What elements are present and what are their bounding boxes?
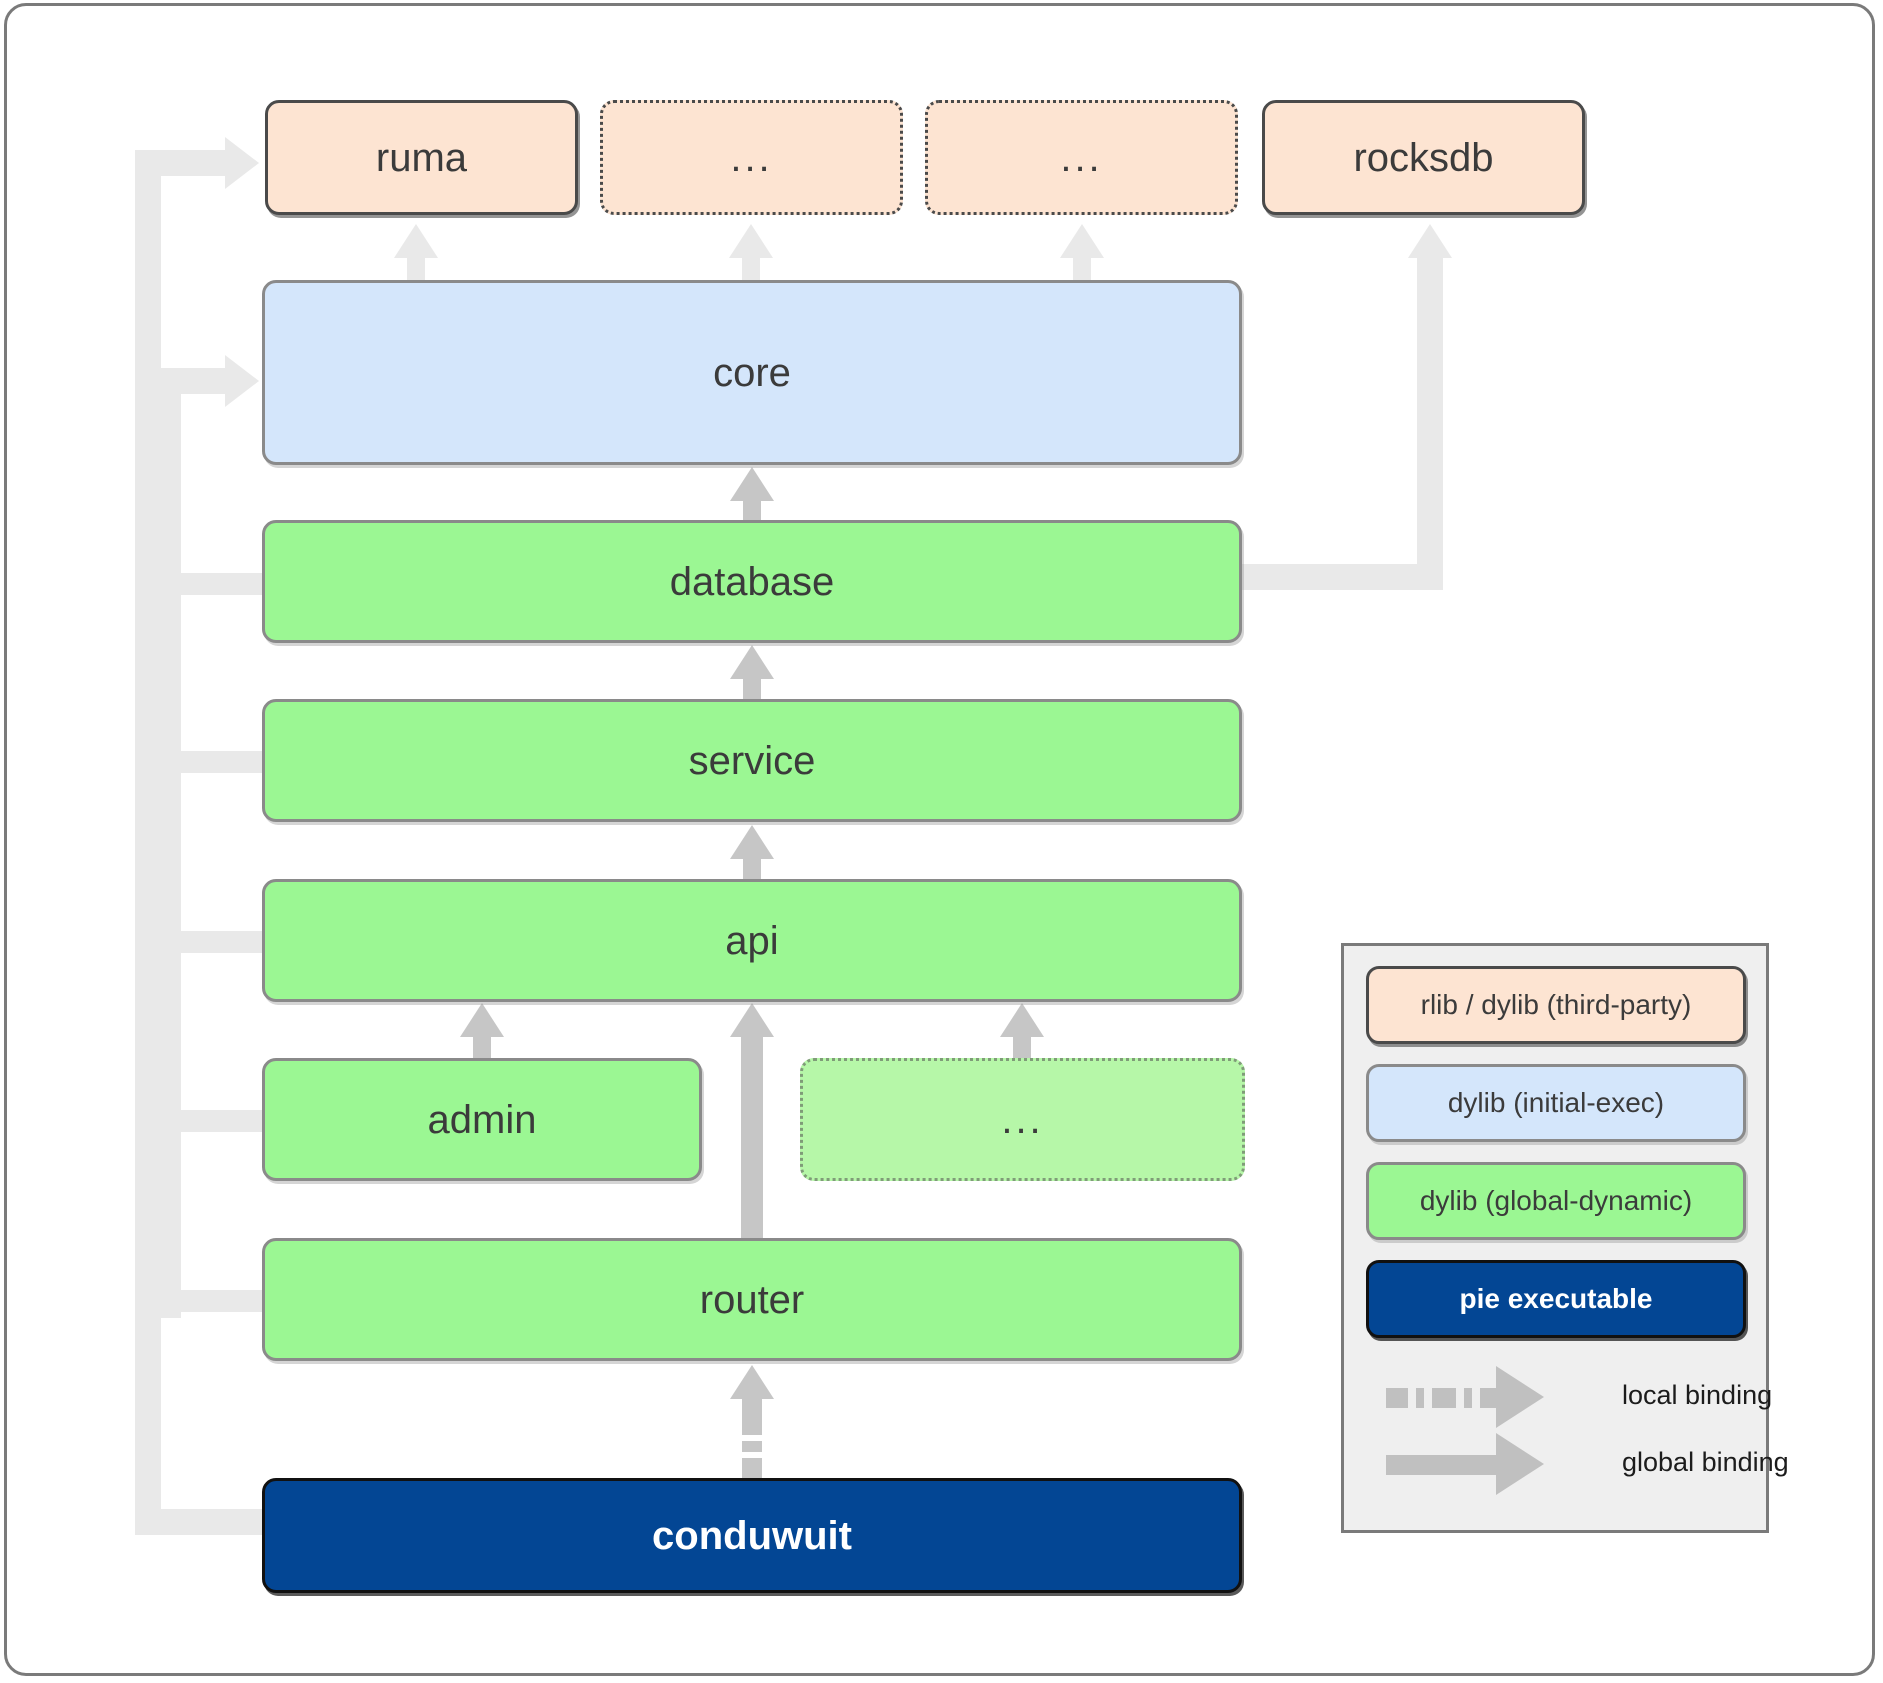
node-rocksdb[interactable]: rocksdb bbox=[1262, 100, 1585, 215]
node-service[interactable]: service bbox=[262, 699, 1242, 822]
node-core-label: core bbox=[713, 350, 791, 395]
bus-trunk-outer-bottom bbox=[135, 1509, 265, 1535]
node-top-ellipsis-1-label: ... bbox=[730, 135, 773, 180]
arrow-core-to-ellipsis-2 bbox=[1060, 224, 1104, 282]
local-binding-dash-2 bbox=[740, 1452, 764, 1458]
bus-branch-database bbox=[155, 573, 267, 595]
node-admin-row-ellipsis[interactable]: ... bbox=[800, 1058, 1245, 1181]
node-database-label: database bbox=[669, 559, 835, 604]
node-router-label: router bbox=[699, 1277, 805, 1322]
legend-label-global-dynamic: dylib (global-dynamic) bbox=[1419, 1185, 1693, 1216]
node-api[interactable]: api bbox=[262, 879, 1242, 1002]
legend-label-global-binding: global binding bbox=[1622, 1447, 1789, 1477]
bus-branch-router bbox=[155, 1290, 267, 1312]
legend-swatch-pie: pie executable bbox=[1366, 1260, 1746, 1338]
bus-branch-admin bbox=[155, 1110, 267, 1132]
node-admin[interactable]: admin bbox=[262, 1058, 702, 1181]
arrow-conduwuit-to-router bbox=[730, 1365, 774, 1480]
node-ruma-label: ruma bbox=[375, 135, 468, 180]
bus-branch-service bbox=[155, 751, 267, 773]
arrow-core-to-ruma bbox=[394, 224, 438, 282]
arrow-router-to-api bbox=[730, 1003, 774, 1243]
bus-arrowhead-ruma bbox=[225, 137, 259, 189]
node-conduwuit-label: conduwuit bbox=[652, 1513, 852, 1558]
local-binding-dash-1 bbox=[740, 1435, 764, 1441]
legend: rlib / dylib (third-party) dylib (initia… bbox=[1341, 943, 1789, 1533]
legend-label-third-party: rlib / dylib (third-party) bbox=[1420, 989, 1692, 1020]
arrow-database-to-rocksdb bbox=[1404, 224, 1456, 590]
bus-branch-ruma bbox=[135, 150, 225, 176]
node-database[interactable]: database bbox=[262, 520, 1242, 643]
bus-branch-api bbox=[155, 931, 267, 953]
node-admin-label: admin bbox=[427, 1097, 537, 1142]
node-router[interactable]: router bbox=[262, 1238, 1242, 1361]
arrow-api-to-service bbox=[730, 825, 774, 883]
legend-label-pie: pie executable bbox=[1459, 1283, 1653, 1314]
legend-label-local-binding: local binding bbox=[1622, 1380, 1773, 1410]
bus-trunk-inner-vertical bbox=[155, 368, 181, 1318]
bus-arrowhead-core bbox=[225, 355, 259, 407]
node-service-label: service bbox=[688, 738, 816, 783]
node-admin-row-ellipsis-label: ... bbox=[1001, 1097, 1044, 1142]
legend-swatch-global-dynamic: dylib (global-dynamic) bbox=[1366, 1162, 1746, 1240]
node-top-ellipsis-2-label: ... bbox=[1060, 135, 1103, 180]
legend-swatch-initial-exec: dylib (initial-exec) bbox=[1366, 1064, 1746, 1142]
node-conduwuit[interactable]: conduwuit bbox=[262, 1478, 1242, 1593]
arrow-core-to-ellipsis-1 bbox=[729, 224, 773, 282]
node-top-ellipsis-2[interactable]: ... bbox=[925, 100, 1238, 215]
node-api-label: api bbox=[725, 918, 779, 963]
legend-arrow-global-binding-icon bbox=[1386, 1433, 1586, 1495]
node-top-ellipsis-1[interactable]: ... bbox=[600, 100, 903, 215]
arrow-admin-to-api bbox=[460, 1003, 504, 1061]
node-ruma[interactable]: ruma bbox=[265, 100, 578, 215]
arrow-database-to-core bbox=[730, 467, 774, 525]
arrow-ellipsis-to-api bbox=[1000, 1003, 1044, 1061]
legend-arrow-local-binding-icon bbox=[1386, 1366, 1586, 1428]
node-rocksdb-label: rocksdb bbox=[1353, 135, 1494, 180]
node-core[interactable]: core bbox=[262, 280, 1242, 465]
arrow-service-to-database bbox=[730, 645, 774, 703]
legend-label-initial-exec: dylib (initial-exec) bbox=[1447, 1087, 1665, 1118]
connector-database-to-rocksdb-horizontal bbox=[1240, 564, 1430, 590]
legend-swatch-third-party: rlib / dylib (third-party) bbox=[1366, 966, 1746, 1044]
